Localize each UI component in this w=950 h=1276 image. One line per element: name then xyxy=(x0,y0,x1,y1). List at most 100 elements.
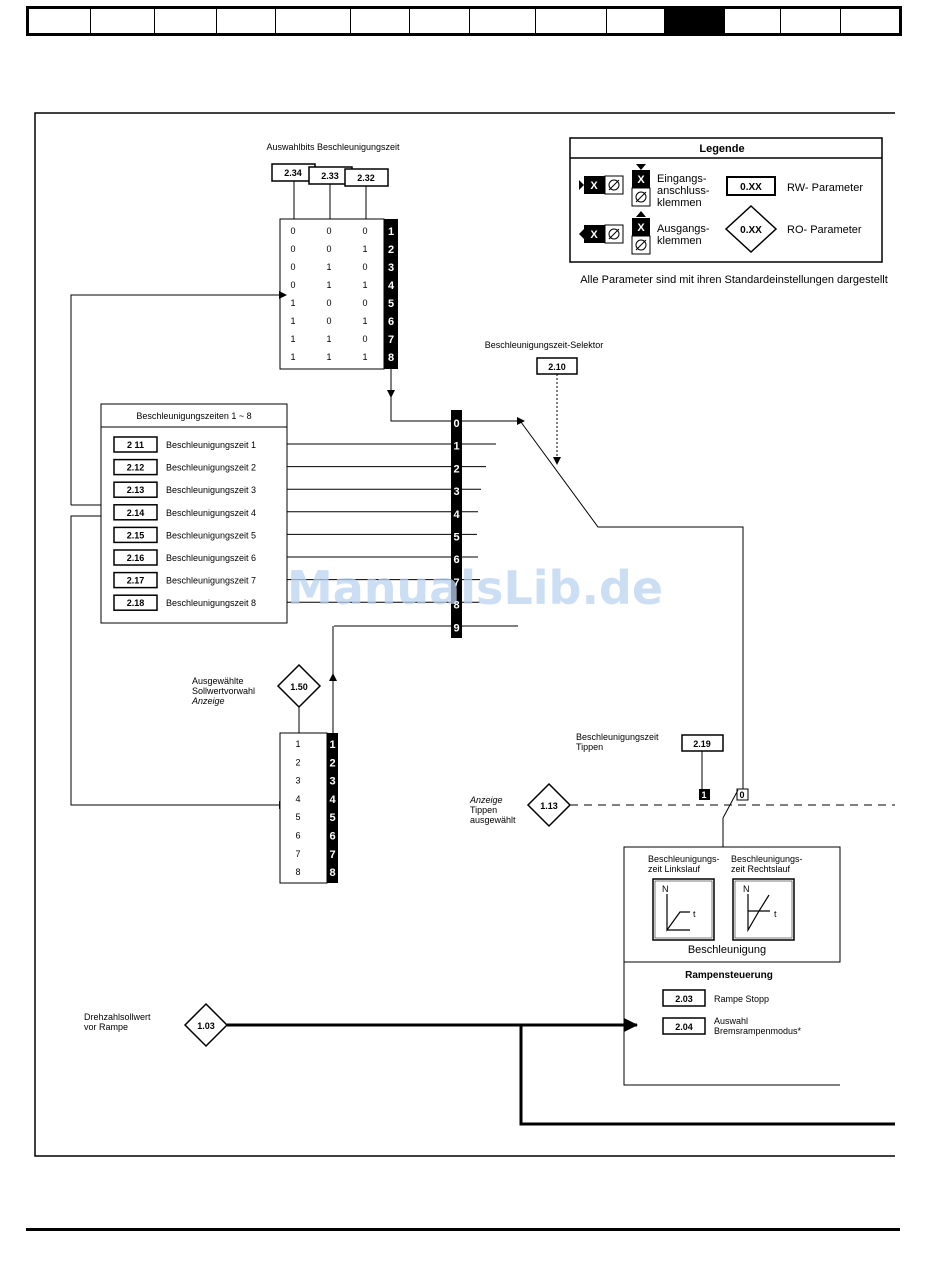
preset-output-number: 1 xyxy=(329,739,335,751)
bit-value: 1 xyxy=(362,244,367,254)
accel-param-box[interactable] xyxy=(113,571,158,589)
legend-output-label: Ausgangs-klemmen xyxy=(657,223,710,247)
preset-table xyxy=(279,732,328,884)
svg-text:1.13: 1.13 xyxy=(540,801,558,811)
terminal-x-icon xyxy=(584,225,605,243)
jog-indicator-label: Anzeige xyxy=(469,795,503,805)
svg-text:2.19: 2.19 xyxy=(693,739,711,749)
section-tab[interactable] xyxy=(470,9,536,33)
svg-text:1: 1 xyxy=(701,790,706,800)
svg-text:0: 0 xyxy=(739,790,744,800)
accel-param-box[interactable] xyxy=(113,594,158,611)
bit-value: 1 xyxy=(326,262,331,272)
accel-param-box[interactable] xyxy=(113,504,158,521)
null-symbol-icon xyxy=(635,239,647,251)
param-box[interactable] xyxy=(344,168,389,187)
accel-item-label: Beschleunigungszeit 5 xyxy=(166,530,256,540)
accel-param-id: 2.17 xyxy=(127,576,145,586)
accel-param-box[interactable] xyxy=(113,481,158,498)
selector-position: 3 xyxy=(453,486,459,498)
bit-value: 1 xyxy=(326,352,331,362)
section-tab[interactable] xyxy=(607,9,665,33)
null-symbol-icon xyxy=(608,179,620,191)
svg-text:t: t xyxy=(693,909,696,919)
rw-symbol: 0.XX xyxy=(740,182,762,193)
preset-output-number: 6 xyxy=(329,831,335,843)
svg-text:X: X xyxy=(637,174,645,186)
bit-value: 1 xyxy=(326,280,331,290)
preset-input: 1 xyxy=(295,739,300,749)
section-tab[interactable] xyxy=(410,9,470,33)
param-box[interactable] xyxy=(662,1017,706,1035)
legend-title: Legende xyxy=(699,143,744,155)
accel-right-ramp-icon: N t xyxy=(732,878,795,941)
accel-param-box[interactable] xyxy=(113,458,158,476)
ramp-control-title: Rampensteuerung xyxy=(685,970,773,981)
jog-indicator-label-rest: Tippen ausgewählt xyxy=(470,805,516,825)
accel-param-id: 2.14 xyxy=(127,508,145,518)
ramp-item-label: Auswahl Bremsrampenmodus* xyxy=(714,1016,802,1036)
accel-item-label: Beschleunigungszeit 3 xyxy=(166,485,256,495)
preset-output-number: 3 xyxy=(329,776,335,788)
section-tab[interactable] xyxy=(725,9,781,33)
preset-label: Ausgewählte Sollwertvorwahl Anzeige xyxy=(191,676,258,706)
bits-output-number: 4 xyxy=(388,280,395,292)
section-tab-active[interactable] xyxy=(665,9,725,33)
section-tab[interactable] xyxy=(217,9,276,33)
accel-item-label: Beschleunigungszeit 8 xyxy=(166,598,256,608)
bit-value: 0 xyxy=(290,280,295,290)
accel-item-label: Beschleunigungszeit 7 xyxy=(166,576,256,586)
accel-param-id: 2.15 xyxy=(127,530,145,540)
accel-param-box[interactable] xyxy=(113,526,158,544)
svg-text:2.04: 2.04 xyxy=(675,1022,693,1032)
accel-left-ramp-icon: N t xyxy=(652,878,715,941)
jog-diamond[interactable] xyxy=(526,782,572,828)
param-box[interactable] xyxy=(662,989,706,1007)
bit-value: 0 xyxy=(290,244,295,254)
legend-input-label: Eingangs-anschluss-klemmen xyxy=(657,173,710,209)
preset-input: 2 xyxy=(295,757,300,767)
bit-value: 0 xyxy=(326,316,331,326)
section-tab[interactable] xyxy=(536,9,607,33)
selector-position: 1 xyxy=(453,441,459,453)
watermark: ManualsLib.de xyxy=(287,561,663,615)
footer-rule xyxy=(26,1228,900,1231)
jog-switch xyxy=(722,789,739,819)
section-tab[interactable] xyxy=(276,9,351,33)
preset-input: 3 xyxy=(295,776,300,786)
svg-text:X: X xyxy=(590,229,598,241)
section-tab[interactable] xyxy=(91,9,155,33)
terminal-x-icon xyxy=(584,176,605,194)
ro-label: RO- Parameter xyxy=(787,224,862,236)
svg-text:1.03: 1.03 xyxy=(197,1021,215,1031)
speed-ref-diamond[interactable] xyxy=(183,1002,229,1048)
svg-text:2.10: 2.10 xyxy=(548,362,566,372)
legend: Legende X X Eingangs-anschluss-klemmen X… xyxy=(569,137,883,263)
bit-value: 0 xyxy=(362,334,367,344)
ro-symbol: 0.XX xyxy=(740,225,762,236)
section-tab[interactable] xyxy=(29,9,91,33)
accel-param-box[interactable] xyxy=(113,549,158,566)
section-tab[interactable] xyxy=(351,9,410,33)
svg-text:X: X xyxy=(590,180,598,192)
bit-value: 0 xyxy=(290,226,295,236)
selector-bar xyxy=(451,410,462,638)
accel-param-box[interactable] xyxy=(113,436,158,453)
accel-param-id: 2.16 xyxy=(127,553,145,563)
section-tab[interactable] xyxy=(781,9,841,33)
bit-value: 0 xyxy=(290,262,295,272)
preset-output-bar xyxy=(327,733,338,883)
null-symbol-icon xyxy=(635,191,647,203)
ro-diamond-icon xyxy=(724,204,778,254)
terminal-x-icon xyxy=(632,170,650,188)
speed-ref-label: Drehzahlsollwert vor Rampe xyxy=(84,1012,153,1032)
bit-value: 1 xyxy=(326,334,331,344)
bit-value: 0 xyxy=(362,262,367,272)
switch-contact-1 xyxy=(699,789,710,800)
bits-output-number: 7 xyxy=(388,334,394,346)
section-tab[interactable] xyxy=(155,9,217,33)
accel-param-id: 2 11 xyxy=(127,440,144,450)
accel-times-title: Beschleunigungszeiten 1 ~ 8 xyxy=(136,411,251,421)
